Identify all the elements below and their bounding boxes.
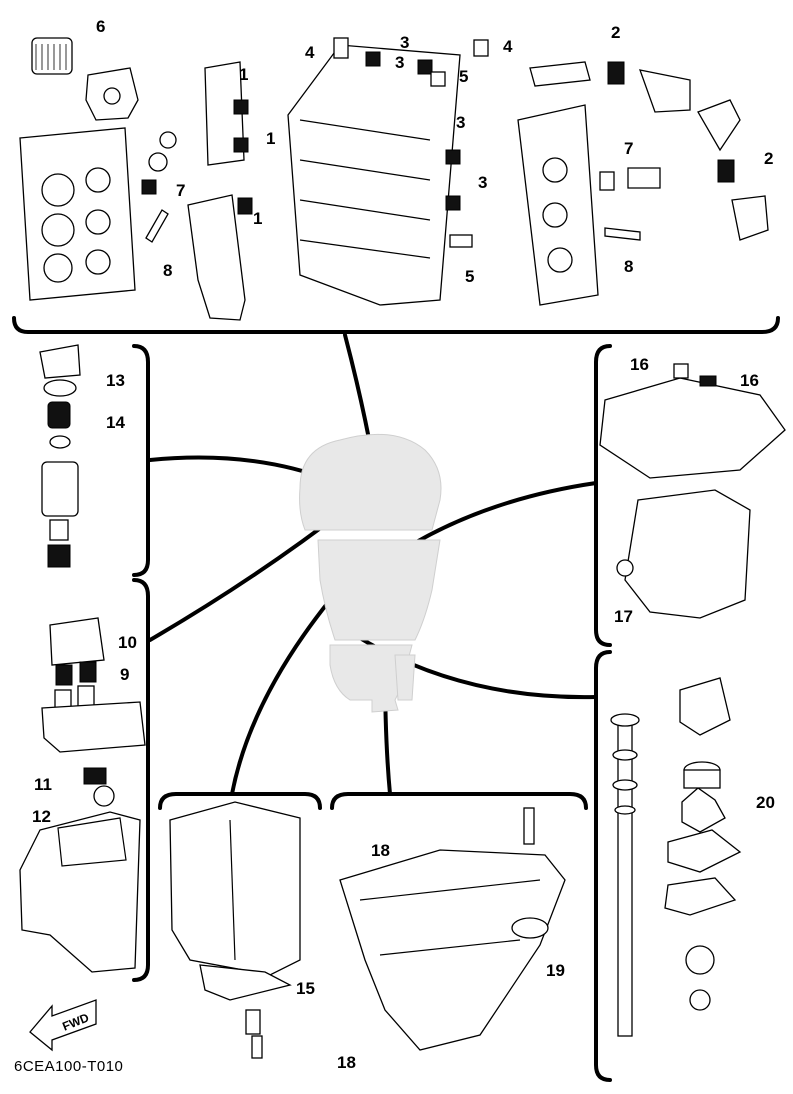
fwd-arrow [29, 999, 97, 1052]
callout-16b: 16 [740, 371, 759, 390]
callout-13: 13 [106, 371, 125, 390]
thermostat-cover-small [148, 131, 177, 172]
callout-12: 12 [32, 807, 51, 826]
callout-7b: 7 [624, 139, 634, 158]
intake-manifold [19, 811, 141, 973]
callout-5a: 5 [459, 67, 469, 86]
right-upper-bracket [594, 344, 612, 647]
left-lower-bracket [132, 578, 150, 982]
callout-10: 10 [118, 633, 137, 652]
intake-plate [204, 61, 249, 166]
cylinder-block [287, 37, 489, 306]
swivel-bracket [169, 801, 301, 1059]
temp-sensor-right [599, 167, 661, 191]
callout-20: 20 [756, 793, 775, 812]
callout-18b: 18 [337, 1053, 356, 1072]
callout-8b: 8 [624, 257, 634, 276]
callout-19: 19 [546, 961, 565, 980]
oil-filter [31, 37, 73, 75]
callout-17: 17 [614, 607, 633, 626]
pump-gasket [664, 877, 737, 916]
water-pump-lower [685, 945, 715, 1011]
spark-plug-left [145, 209, 169, 243]
callout-1c: 1 [253, 209, 263, 228]
callout-4a: 4 [305, 43, 315, 62]
callout-9: 9 [120, 665, 130, 684]
bottom-right-bracket [330, 792, 588, 810]
callout-18a: 18 [371, 841, 390, 860]
callout-14: 14 [106, 413, 125, 432]
cylinder-head-right [517, 104, 599, 306]
callout-5b: 5 [465, 267, 475, 286]
callout-2a: 2 [611, 23, 621, 42]
callout-3d: 3 [478, 173, 488, 192]
callout-7a: 7 [176, 181, 186, 200]
thermostat-assembly-upper [529, 61, 691, 113]
leader-bottom-left [230, 598, 332, 796]
cylinder-head-left [19, 127, 136, 301]
callout-2b: 2 [764, 149, 774, 168]
cover-gasket [187, 194, 253, 321]
callout-3a: 3 [395, 53, 405, 72]
exhaust-guide [599, 363, 786, 479]
oil-filter-bracket [85, 67, 139, 121]
drive-shaft [610, 713, 640, 1037]
callout-11: 11 [34, 775, 52, 794]
callout-8a: 8 [163, 261, 173, 280]
temp-sensor-left [141, 179, 157, 195]
callout-6: 6 [96, 17, 106, 36]
pump-cartridge [683, 761, 721, 789]
callout-1b: 1 [266, 129, 276, 148]
left-upper-bracket [132, 344, 150, 577]
spark-plug-right [604, 227, 641, 241]
callout-3c: 3 [456, 113, 466, 132]
vapor-separator [41, 617, 146, 807]
callout-3b: 3 [400, 33, 410, 52]
upper-case [616, 489, 751, 619]
callout-4b: 4 [503, 37, 513, 56]
thermostat-assembly-right [697, 99, 769, 241]
callout-1a: 1 [239, 65, 249, 84]
callout-15: 15 [296, 979, 315, 998]
impeller [681, 787, 726, 833]
lower-case [339, 807, 566, 1051]
callout-16a: 16 [630, 355, 649, 374]
water-pump-housing [679, 677, 731, 736]
top-section-bracket [12, 316, 780, 334]
bottom-left-bracket [158, 792, 322, 810]
diagram-code: 6CEA100-T010 [14, 1058, 124, 1075]
outer-plate [667, 829, 742, 873]
fuel-filter-assembly [39, 344, 81, 568]
outboard-motor-silhouette [299, 433, 442, 713]
right-lower-bracket [594, 650, 612, 1082]
